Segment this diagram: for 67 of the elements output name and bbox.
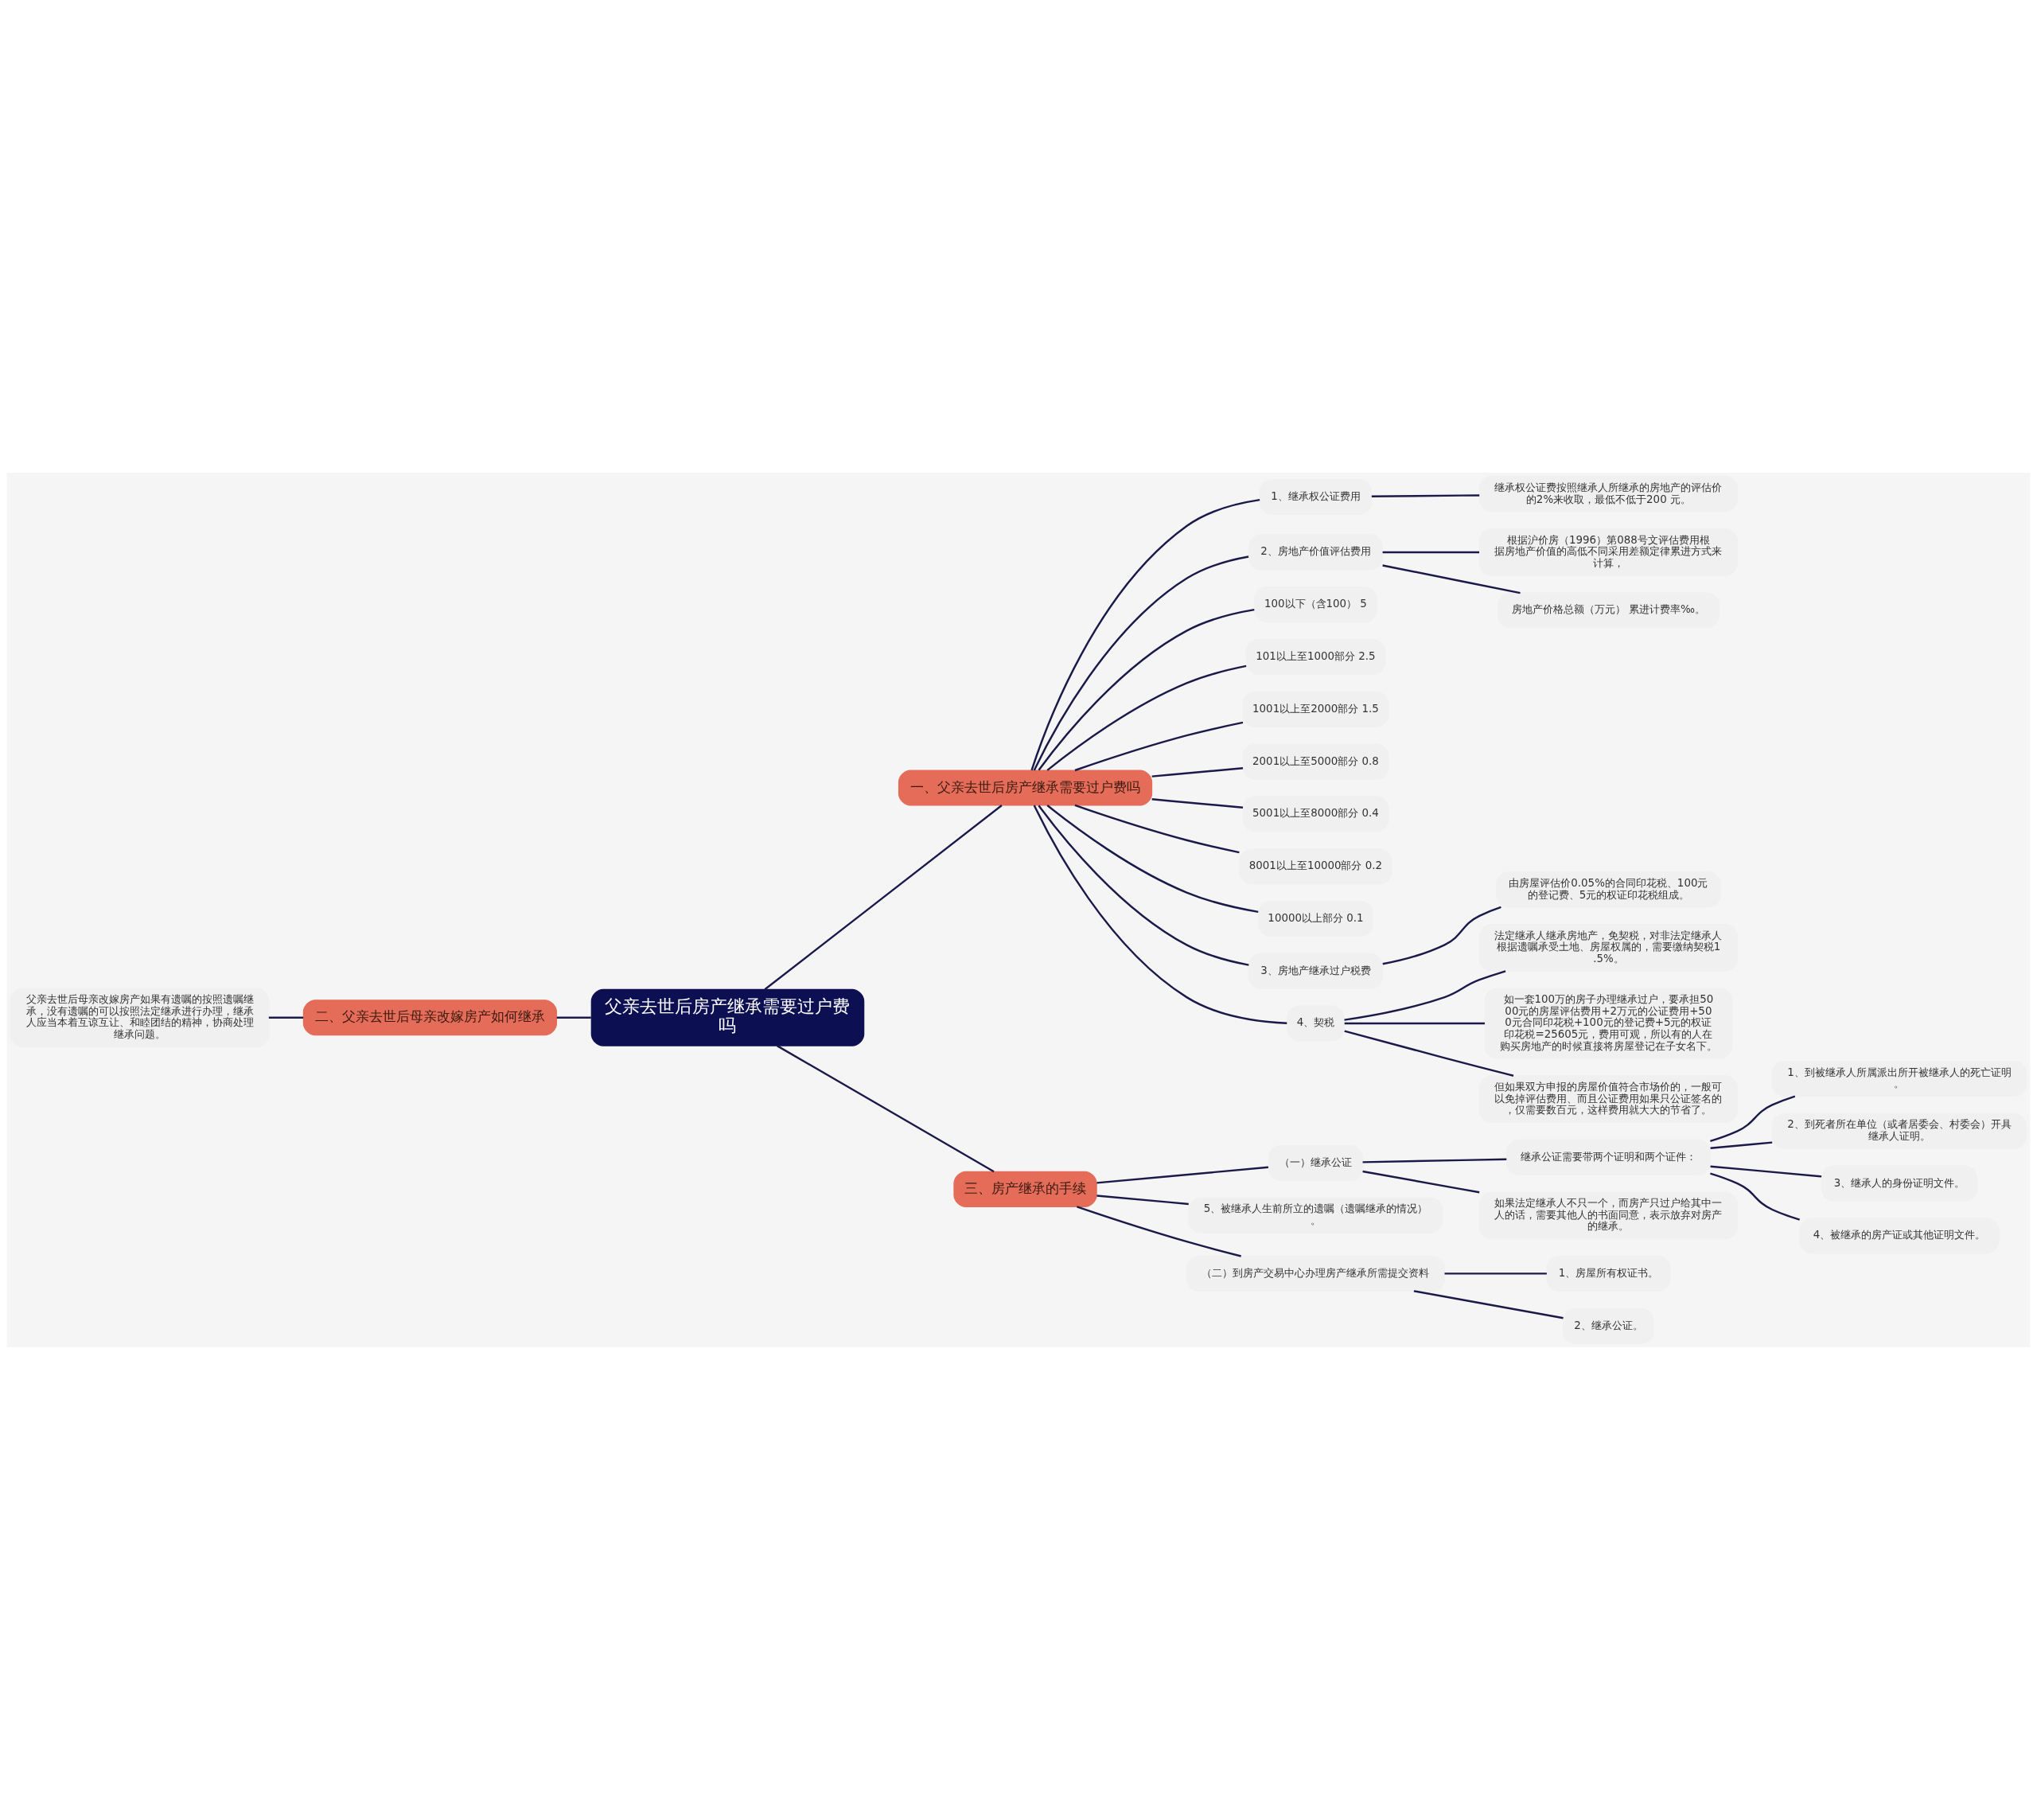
connector [1074, 721, 1244, 772]
connector [1362, 1170, 1480, 1194]
node-text: 2、继承公证。 [1574, 1319, 1643, 1331]
connector [1046, 664, 1247, 771]
node-text: 2001以上至5000部分 0.8 [1252, 754, 1379, 767]
node-text: 父亲去世后母亲改嫁房产如果有遗嘱的按照遗嘱继承，没有遗嘱的可以按照法定继承进行办理，继承人应当本着互谅互让、和睦团结的精神，协商处理继承问题。 [25, 993, 254, 1041]
connector [1077, 1206, 1241, 1257]
connector [1046, 805, 1259, 914]
node-text: 继承权公证费按照继承人所继承的房地产的评估价的2%来收取，最低不低于200 元。 [1494, 481, 1723, 505]
connector [1710, 1172, 1800, 1221]
connector [1413, 1290, 1564, 1319]
node-text: 如一套100万的房子办理继承过户，要承担5000元的房屋评估费用+2万元的公证费用+500元合同印花税+100元的登记费+5元的权证印花税=25605元，费用可观，所以有的人在购买房地产的时候直接将房屋登记在子女名下。 [1499, 993, 1717, 1052]
connector [1344, 970, 1506, 1021]
connector [1362, 1158, 1507, 1163]
connector [1074, 804, 1240, 854]
connector [1151, 767, 1244, 777]
node-text: 10000以上部分 0.1 [1268, 911, 1364, 924]
connector [1710, 1165, 1822, 1178]
node-text: 如果法定继承人不只一个，而房产只过户给其中一人的话，需要其他人的书面同意，表示放弃对房产的继承。 [1494, 1197, 1723, 1233]
connector [1038, 608, 1255, 771]
node-text: 根据沪价房（1996）第088号文评估费用根据房地产价值的高低不同采用差额定律累进方式来计算， [1494, 533, 1723, 569]
node-text: 101以上至1000部分 2.5 [1256, 649, 1376, 662]
node-text: 由房屋评估价0.05%的合同印花税、100元的登记费、5元的权证印花税组成。 [1509, 877, 1708, 901]
connector [1038, 805, 1249, 966]
connector [764, 805, 1003, 991]
node-text: 1001以上至2000部分 1.5 [1252, 702, 1379, 715]
connector [1382, 906, 1501, 965]
connector [1033, 555, 1249, 771]
connector [1096, 1194, 1189, 1206]
node-text: 8001以上至10000部分 0.2 [1248, 859, 1383, 872]
connector [1382, 551, 1480, 554]
node-box: 一、父亲去世后房产继承需要过户费吗 [898, 770, 1153, 806]
node-text: 4、被继承的房产证或其他证明文件。 [1813, 1229, 1986, 1241]
connector [1096, 1166, 1268, 1184]
node-box: 父亲去世后房产继承需要过户费吗 [590, 988, 865, 1046]
connector [1030, 498, 1260, 771]
node-box: 二、父亲去世后母亲改嫁房产如何继承 [302, 1000, 558, 1036]
node-text: 房地产价格总额（万元） 累进计费率‰。 [1511, 603, 1706, 616]
node-text: 100以下（含100） 5 [1264, 598, 1367, 610]
node-box: 三、房产继承的手续 [953, 1171, 1097, 1207]
node-text: 1、继承权公证费用 [1271, 489, 1361, 502]
connector [1710, 1141, 1773, 1149]
connector [1382, 564, 1521, 594]
node-text: （一）继承公证 [1279, 1156, 1352, 1168]
connector [1710, 1095, 1796, 1142]
connector [777, 1045, 995, 1173]
connector [1344, 1030, 1514, 1077]
node-text: 4、契税 [1296, 1016, 1335, 1029]
connector [1033, 805, 1287, 1025]
connector [1151, 798, 1244, 809]
node-text: 1、房屋所有权证书。 [1558, 1266, 1659, 1279]
connector [1371, 494, 1480, 497]
node-text: 继承公证需要带两个证明和两个证件： [1520, 1150, 1696, 1163]
connector [268, 1016, 304, 1019]
node-text: 2、到死者所在单位（或者居委会、村委会）开具继承人证明。 [1787, 1118, 2012, 1143]
node-text: 2、房地产价值评估费用 [1260, 545, 1371, 558]
connector [1344, 1022, 1485, 1025]
node-text: （二）到房产交易中心办理房产继承所需提交资料 [1202, 1266, 1430, 1279]
connector [1444, 1272, 1547, 1275]
node-text: 5、被继承人生前所立的遗嘱（遗嘱继承的情况）。 [1203, 1202, 1428, 1227]
node-text: 5001以上至8000部分 0.4 [1252, 807, 1379, 820]
node-text: 3、继承人的身份证明文件。 [1833, 1176, 1965, 1189]
node-text: 法定继承人继承房地产，免契税，对非法定继承人根据遗嘱承受土地、房屋权属的，需要缴纳契税1.5%。 [1494, 929, 1723, 965]
connector [556, 1016, 591, 1019]
node-text: 3、房地产继承过户税费 [1260, 964, 1371, 976]
node-text: 1、到被继承人所属派出所开被继承人的死亡证明。 [1787, 1066, 2012, 1090]
node-text: 但如果双方申报的房屋价值符合市场价的，一般可以免掉评估费用、而且公证费用如果只公证签名的，仅需要数百元，这样费用就大大的节省了。 [1494, 1080, 1723, 1117]
